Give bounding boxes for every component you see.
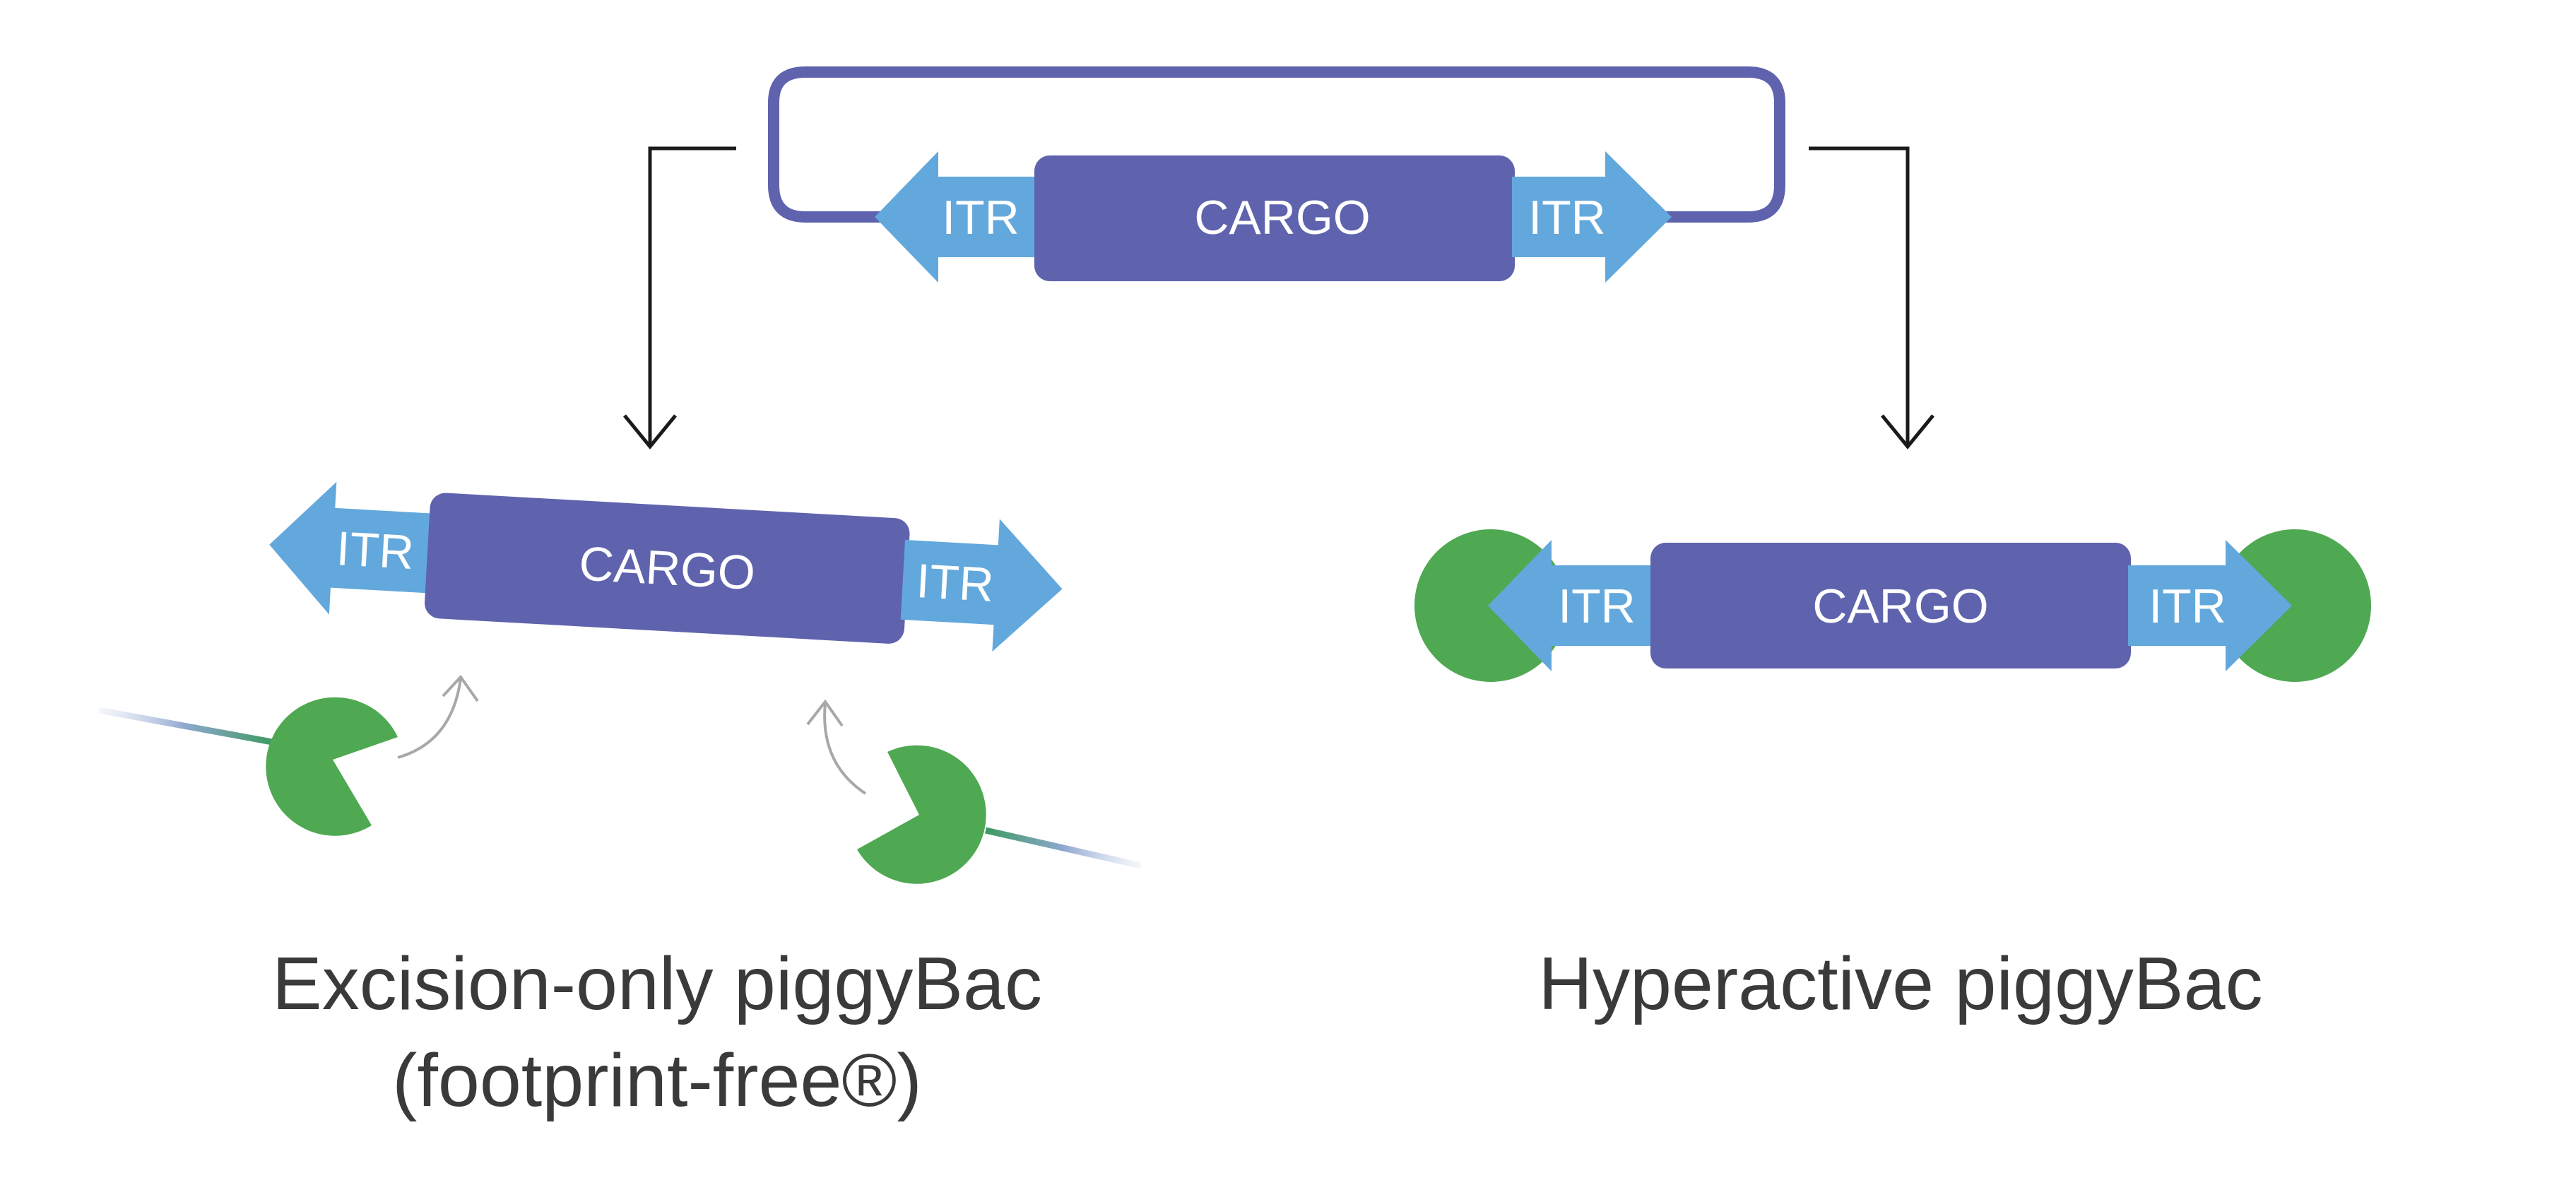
- branch-arrow-right-head: [1881, 414, 1934, 449]
- plasmid-construct: ITR CARGO ITR: [768, 66, 1785, 283]
- hyperactive-itr-right: [2128, 540, 2292, 671]
- excision-itr-right-label: ITR: [915, 554, 995, 612]
- caption-excision-line2: (footprint-free®): [392, 1039, 922, 1122]
- hyperactive-construct: ITR CARGO ITR: [1414, 529, 2371, 682]
- hyperactive-enzyme-right: [2218, 529, 2371, 682]
- plasmid-cargo-block: [1034, 155, 1515, 281]
- hyperactive-itr-right-label: ITR: [2149, 579, 2226, 633]
- curved-arrow-left-line: [397, 678, 462, 759]
- plasmid-itr-right: [1512, 151, 1672, 283]
- excision-itr-right: [900, 519, 1063, 652]
- enzyme-right-tail: [985, 827, 1142, 869]
- transposase-enzyme-left: [266, 697, 398, 836]
- plasmid-itr-left-label: ITR: [942, 191, 1020, 245]
- plasmid-itr-left: [875, 151, 1046, 283]
- excision-cargo-label: CARGO: [578, 536, 757, 600]
- excision-itr-left: [269, 481, 439, 615]
- branch-arrow-right: [1809, 146, 1934, 449]
- enzyme-left-tail: [98, 707, 273, 746]
- curved-arrow-right: [806, 699, 867, 795]
- branch-arrow-left-line: [648, 146, 736, 445]
- branch-arrow-left-head: [623, 414, 677, 449]
- hyperactive-itr-left-label: ITR: [1558, 579, 1636, 633]
- curved-arrow-right-line: [823, 702, 867, 795]
- branch-arrow-left: [623, 146, 736, 449]
- plasmid-itr-right-label: ITR: [1528, 191, 1606, 245]
- curved-arrow-left: [397, 674, 479, 759]
- curved-arrow-left-head: [442, 674, 479, 702]
- caption-excision-line1: Excision-only piggyBac: [272, 942, 1042, 1025]
- caption-hyperactive: Hyperactive piggyBac: [1538, 942, 2262, 1025]
- excision-cargo-block: [424, 493, 910, 644]
- plasmid-cargo-label: CARGO: [1194, 191, 1370, 245]
- excision-construct: ITR CARGO ITR: [269, 481, 1063, 652]
- curved-arrow-right-head: [806, 699, 844, 727]
- branch-arrow-right-line: [1809, 146, 1910, 445]
- hyperactive-itr-left: [1488, 540, 1659, 671]
- hyperactive-cargo-label: CARGO: [1812, 579, 1988, 633]
- plasmid-backbone-loop: [768, 66, 1785, 223]
- transposase-enzyme-right: [857, 745, 986, 884]
- excision-itr-left-label: ITR: [335, 522, 415, 579]
- hyperactive-cargo-block: [1650, 543, 2131, 668]
